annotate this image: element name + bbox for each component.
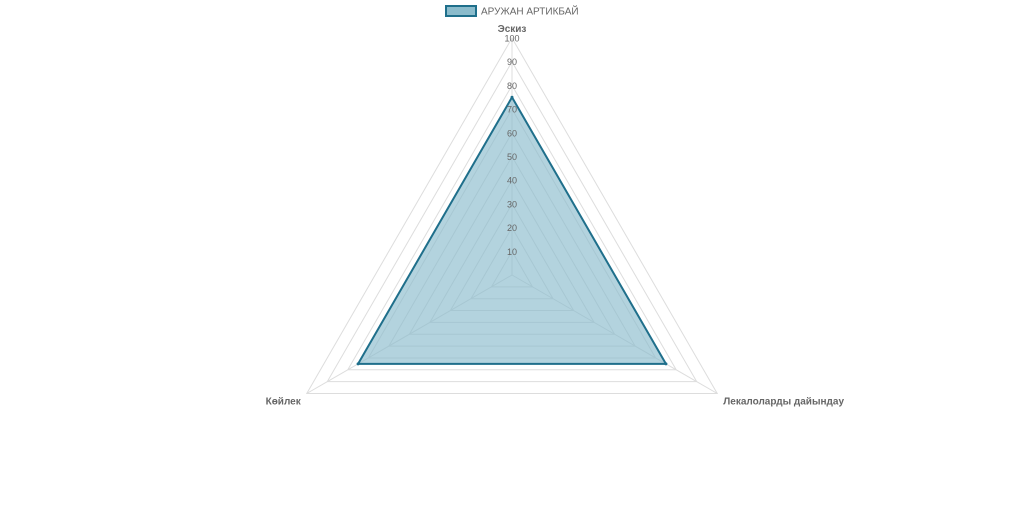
legend[interactable]: АРУЖАН АРТИКБАЙ — [445, 5, 579, 18]
tick-label: 100 — [504, 34, 519, 44]
tick-label: 90 — [507, 57, 517, 67]
tick-layer: 10 20 30 40 50 60 70 80 90 100 — [504, 34, 519, 257]
tick-label: 70 — [507, 105, 517, 115]
series-area-0 — [357, 96, 667, 365]
tick-label: 40 — [507, 176, 517, 186]
grid-ring-80 — [346, 84, 678, 371]
tick-label: 60 — [507, 128, 517, 138]
series-point-0-1[interactable] — [664, 362, 668, 366]
series-point-0-2[interactable] — [356, 362, 360, 366]
series-layer — [356, 95, 668, 366]
axis-label-0: Эскиз — [498, 24, 527, 35]
grid-ring-90 — [326, 60, 698, 383]
legend-label[interactable]: АРУЖАН АРТИКБАЙ — [481, 5, 579, 18]
tick-label: 10 — [507, 247, 517, 257]
tick-label: 20 — [507, 223, 517, 233]
axis-label-2: Көйлек — [266, 397, 302, 408]
grid-ring-100 — [305, 37, 719, 394]
tick-label: 50 — [507, 152, 517, 162]
legend-swatch[interactable] — [445, 5, 477, 17]
axis-label-1: Лекалоларды дайындау — [723, 397, 844, 408]
tick-label: 80 — [507, 81, 517, 91]
series-point-0-0[interactable] — [510, 95, 514, 99]
tick-label: 30 — [507, 199, 517, 209]
